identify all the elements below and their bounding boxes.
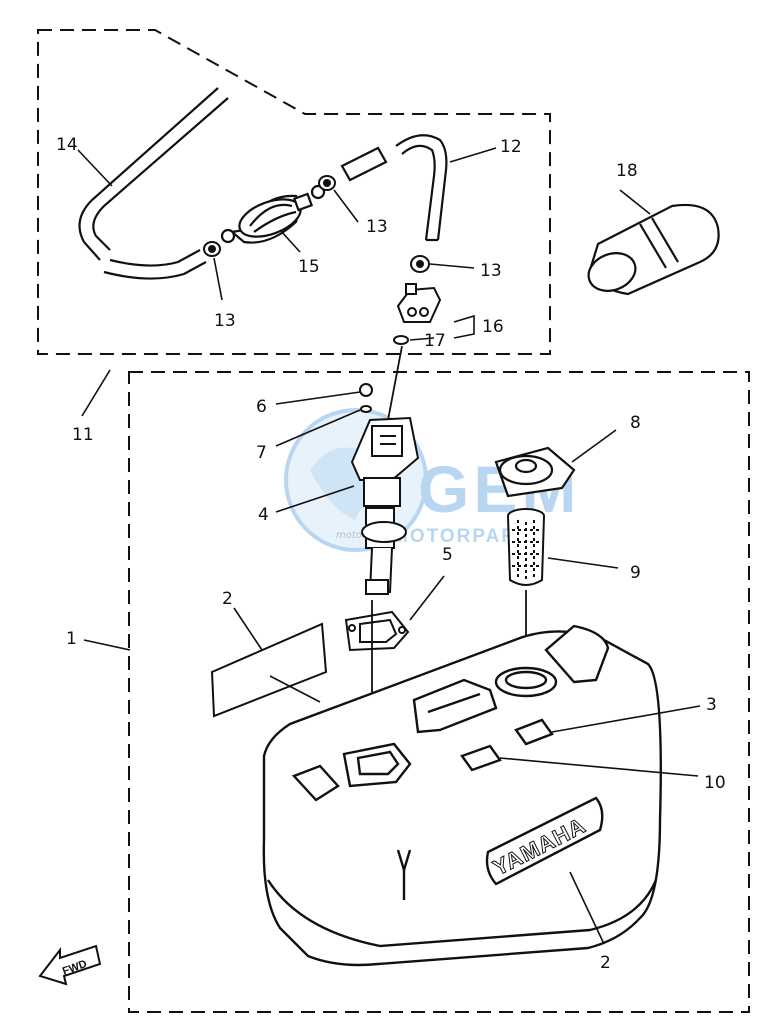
screw-6 <box>359 383 373 397</box>
label-1: 1 <box>66 629 77 649</box>
label-3: 3 <box>706 695 717 715</box>
watermark-subtitle: MOTORPARTS <box>392 526 545 547</box>
connector-16 <box>396 283 442 323</box>
hose-14 <box>78 87 229 261</box>
label-15: 15 <box>298 257 320 277</box>
label-9: 9 <box>630 563 641 583</box>
gauge-assembly-4 <box>350 416 420 595</box>
label-18: 18 <box>616 161 638 181</box>
label-6: 6 <box>256 397 267 417</box>
filter-cover-18 <box>587 203 720 296</box>
label-2-plate: 2 <box>600 953 611 973</box>
fitting-13-left <box>203 241 221 257</box>
washer-7 <box>360 405 372 413</box>
hose-lower <box>103 249 207 280</box>
leader-lines <box>77 147 701 945</box>
label-2-sticker: 2 <box>222 589 233 609</box>
sticker-2 <box>210 622 328 718</box>
label-10: 10 <box>704 773 726 793</box>
label-17: 17 <box>424 331 446 351</box>
label-13-right: 13 <box>480 261 502 281</box>
filter-9 <box>507 508 545 586</box>
o-ring-17 <box>393 335 409 345</box>
label-4: 4 <box>258 505 269 525</box>
short-tube <box>340 146 388 182</box>
hose-12 <box>395 134 448 242</box>
label-16: 16 <box>482 317 504 337</box>
primer-bulb-15 <box>220 184 326 244</box>
label-7: 7 <box>256 443 267 463</box>
label-11: 11 <box>72 425 94 445</box>
fitting-13-right <box>410 255 430 273</box>
tank-cap-8 <box>494 446 576 498</box>
label-14: 14 <box>56 135 78 155</box>
fuel-tank: YAMAHA <box>262 624 662 967</box>
label-12: 12 <box>500 137 522 157</box>
fitting-13-middle <box>318 175 336 191</box>
hose-assembly-box <box>37 29 551 355</box>
label-8: 8 <box>630 413 641 433</box>
tank-assembly-box <box>128 371 750 1013</box>
label-13-left: 13 <box>214 311 236 331</box>
label-5: 5 <box>442 545 453 565</box>
label-13-middle: 13 <box>366 217 388 237</box>
gasket-5 <box>344 610 410 652</box>
part-labels: 1 2 2 3 4 5 6 7 8 9 10 11 12 13 13 13 14… <box>56 135 726 973</box>
fwd-arrow-icon: FWD <box>38 944 102 986</box>
